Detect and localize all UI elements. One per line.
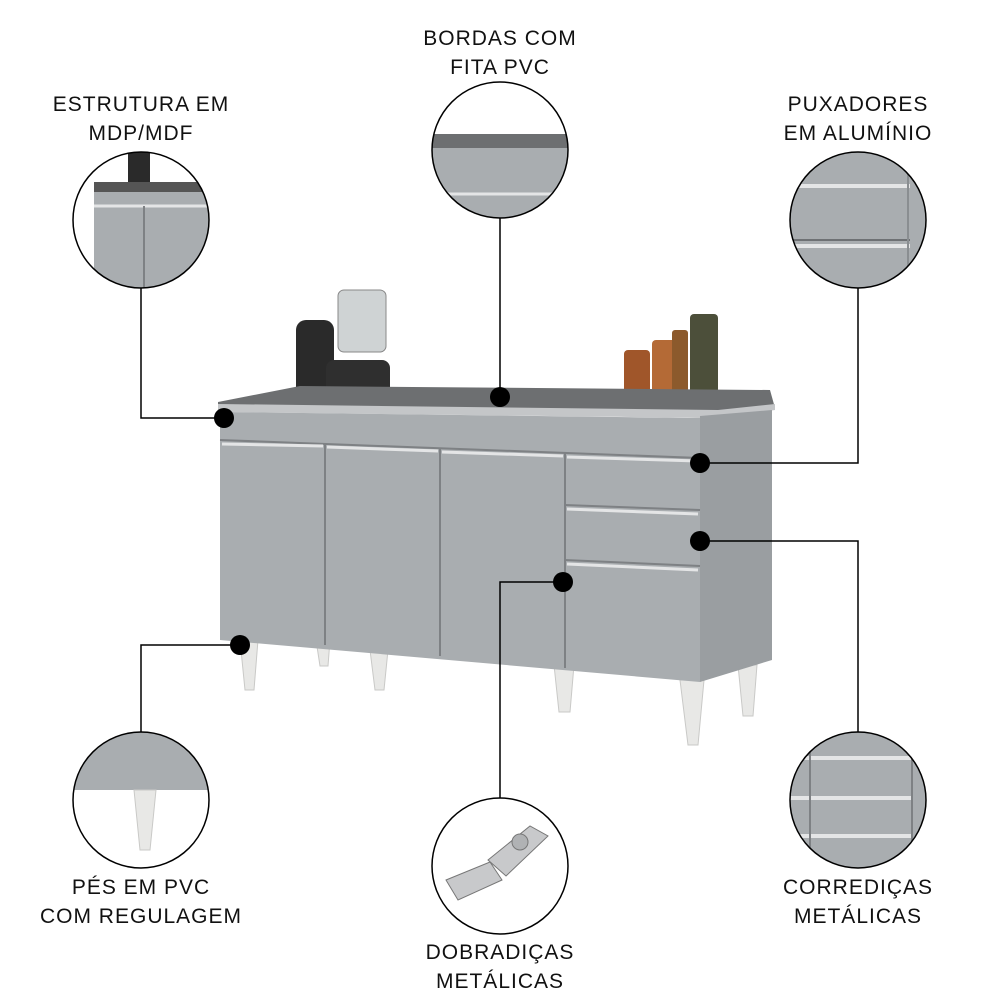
label-slides-line1: CORREDIÇAS [782, 876, 934, 899]
detail-hinges [431, 797, 569, 935]
label-structure-line2: MDP/MDF [88, 122, 194, 145]
cabinet-side [700, 410, 772, 682]
label-feet-line2: COM REGULAGEM [39, 905, 243, 928]
callout-dots [214, 387, 710, 655]
label-slides: CORREDIÇAS METÁLICAS [728, 873, 988, 931]
label-slides-line2: METÁLICAS [793, 905, 923, 928]
aluminium-handles [221, 442, 699, 572]
label-structure-line1: ESTRUTURA EM [52, 93, 230, 116]
detail-handles [789, 151, 927, 289]
callout-lines [140, 218, 859, 798]
label-feet: PÉS EM PVC COM REGULAGEM [11, 873, 271, 931]
label-handles: PUXADORES EM ALUMÍNIO [728, 90, 988, 148]
label-feet-line1: PÉS EM PVC [71, 876, 211, 899]
cabinet-front [220, 412, 700, 682]
label-hinges-line1: DOBRADIÇAS [425, 941, 575, 964]
detail-slides [789, 731, 927, 869]
label-edges-line1: BORDAS COM [423, 27, 577, 50]
label-handles-line1: PUXADORES [787, 93, 929, 116]
door-gaps [219, 439, 701, 668]
label-hinges: DOBRADIÇAS METÁLICAS [370, 938, 630, 996]
label-edges: BORDAS COM FITA PVC [370, 24, 630, 82]
label-handles-line2: EM ALUMÍNIO [783, 122, 933, 145]
detail-feet [72, 731, 210, 869]
label-edges-line2: FITA PVC [450, 56, 550, 79]
detail-structure [72, 151, 210, 289]
label-structure: ESTRUTURA EM MDP/MDF [11, 90, 271, 148]
label-hinges-line2: METÁLICAS [435, 970, 565, 993]
detail-edges [431, 81, 569, 219]
